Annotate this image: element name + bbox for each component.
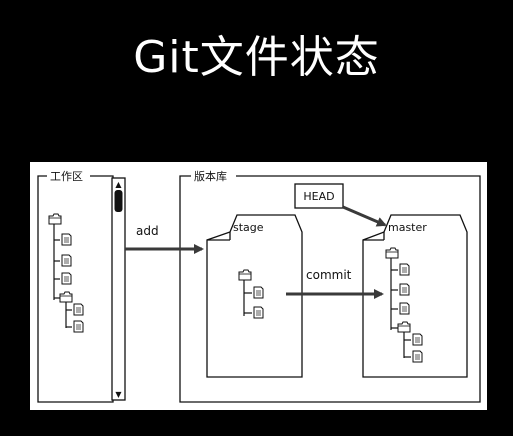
add-label: add	[136, 224, 159, 238]
working-dir-label: 工作区	[50, 170, 83, 183]
scroll-up-arrow-icon[interactable]: ▲	[115, 180, 122, 189]
folder-icon	[59, 291, 73, 303]
scroll-down-arrow-icon[interactable]: ▼	[115, 390, 122, 399]
file-icon	[253, 286, 264, 299]
file-icon	[61, 233, 72, 246]
working-directory-group: 工作区 ▲ ▼	[37, 170, 126, 403]
file-icon	[73, 320, 84, 333]
file-icon	[412, 333, 423, 346]
stage-label: stage	[233, 221, 264, 234]
file-icon	[61, 254, 72, 267]
file-icon	[399, 283, 410, 296]
master-branch: master	[362, 214, 468, 378]
folder-icon	[385, 247, 399, 259]
slide-title: Git文件状态	[133, 32, 380, 83]
commit-arrow: commit	[286, 268, 384, 299]
add-arrow: add	[125, 224, 204, 254]
file-icon	[412, 350, 423, 363]
folder-icon	[48, 213, 62, 225]
file-icon	[399, 302, 410, 315]
folder-icon	[238, 269, 252, 281]
scrollbar-track[interactable]	[111, 177, 126, 401]
file-icon	[73, 303, 84, 316]
head-to-master-arrow	[342, 205, 387, 227]
file-icon	[61, 272, 72, 285]
git-state-diagram: 工作区 ▲ ▼	[30, 162, 487, 410]
file-icon	[399, 263, 410, 276]
repository-group: 版本库 stage master	[179, 169, 481, 403]
master-label: master	[388, 221, 427, 234]
folder-icon	[397, 321, 411, 333]
head-label: HEAD	[303, 190, 334, 203]
working-dir-file-tree	[48, 213, 84, 333]
file-icon	[253, 306, 264, 319]
diagram-canvas: 工作区 ▲ ▼	[37, 169, 481, 403]
scrollbar[interactable]: ▲ ▼	[111, 177, 126, 401]
commit-label: commit	[306, 268, 352, 282]
scrollbar-thumb[interactable]	[114, 190, 123, 212]
repository-label: 版本库	[194, 169, 227, 183]
head-pointer: HEAD	[294, 183, 344, 209]
stage-index: stage	[206, 214, 303, 378]
